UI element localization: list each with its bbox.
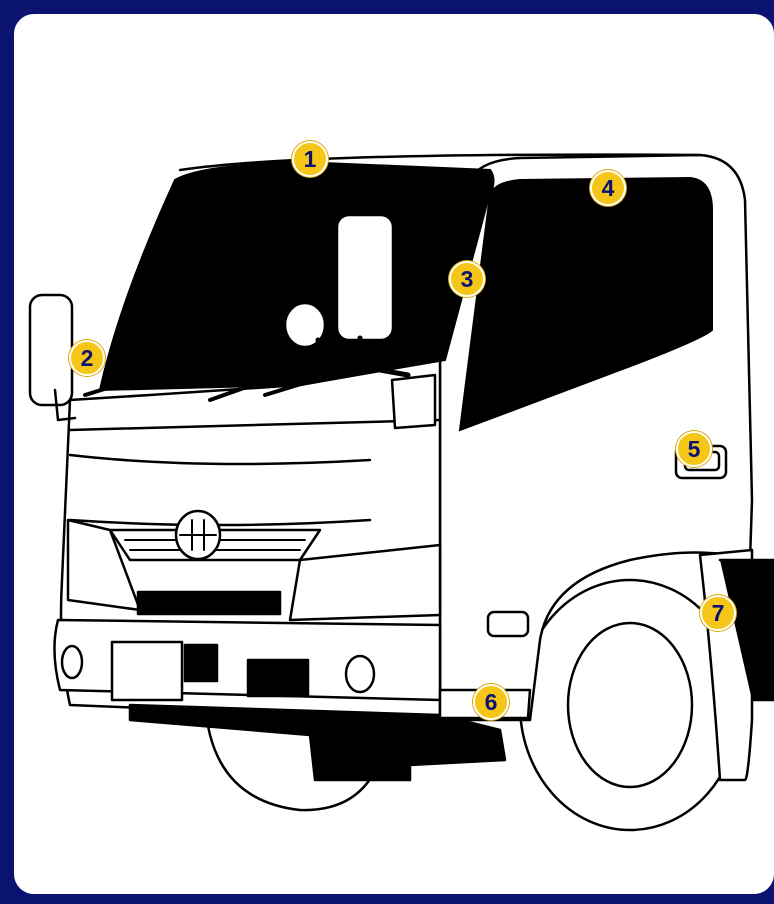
hood <box>68 418 442 527</box>
roof-line <box>178 153 702 172</box>
marker-7[interactable]: 7 <box>700 595 736 631</box>
windshield <box>98 160 495 392</box>
marker-6[interactable]: 6 <box>473 684 509 720</box>
left-mirror <box>28 293 74 407</box>
marker-3[interactable]: 3 <box>449 261 485 297</box>
rear-wheel-rim <box>566 621 694 789</box>
license-plate <box>110 640 184 702</box>
marker-2[interactable]: 2 <box>69 340 105 376</box>
fog-lamp-right <box>344 654 376 694</box>
marker-5[interactable]: 5 <box>676 431 712 467</box>
fog-lamp-left <box>60 644 84 680</box>
side-marker-lamp <box>486 610 530 638</box>
center-mirror <box>335 213 395 342</box>
door-window <box>458 176 713 432</box>
lower-grille <box>136 590 282 616</box>
marker-1[interactable]: 1 <box>292 141 328 177</box>
round-mirror <box>283 301 327 349</box>
right-headlight <box>288 543 442 622</box>
marker-4[interactable]: 4 <box>590 170 626 206</box>
